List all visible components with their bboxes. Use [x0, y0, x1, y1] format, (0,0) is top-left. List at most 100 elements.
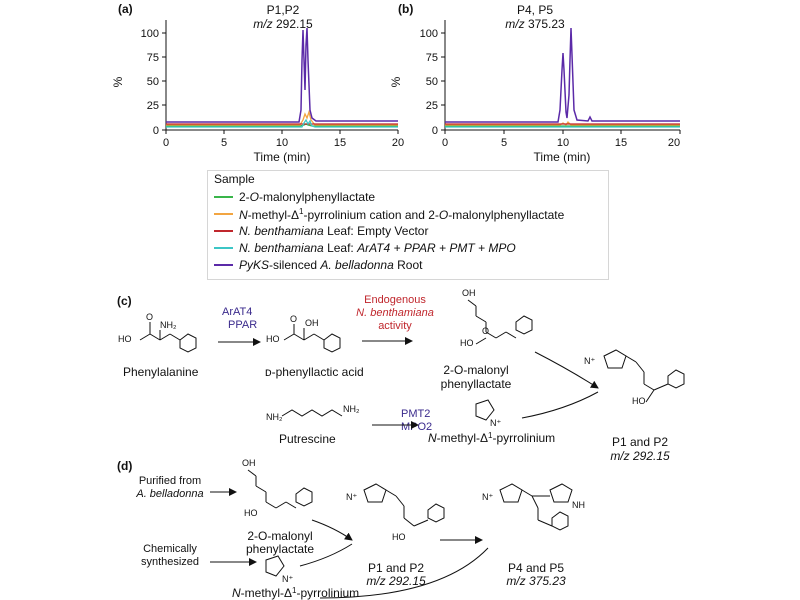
pyrrolinium-structure [475, 399, 495, 421]
pyrrolinium-label: N-methyl-Δ1-pyrrolinium [428, 431, 555, 446]
product-label: P1 and P2 [368, 561, 424, 575]
malonyl-label: phenyllactate [441, 377, 512, 391]
trace-orange [445, 120, 680, 126]
panel-a: (a) P1,P2 m/z 292.15 % 0 25 50 75 100 0 … [111, 2, 404, 164]
malonyl-structure [467, 299, 533, 345]
x-tick-label: 5 [501, 137, 507, 149]
atom-label: N⁺ [346, 492, 357, 502]
malonyl-label: 2-O-malonyl [247, 529, 312, 543]
atom-label: OH [242, 458, 256, 468]
atom-label: HO [244, 508, 258, 518]
x-tick-label: 10 [276, 137, 288, 149]
y-tick-label: 25 [426, 100, 438, 112]
source-label: A. belladonna [135, 488, 203, 500]
y-tick-label: 0 [153, 125, 159, 137]
panel-c: (c) HO O NH₂ Phenylalanine ArAT4 PPAR HO… [117, 288, 685, 463]
pyrrolinium-structure-d [265, 555, 285, 577]
malonyl-label: 2-O-malonyl [443, 363, 508, 377]
malonyl-structure-d [247, 469, 313, 509]
atom-label: HO [392, 532, 406, 542]
trace-purple [166, 27, 398, 123]
atom-label: N⁺ [490, 418, 501, 428]
legend-label: N. benthamiana Leaf: ArAT4 + PPAR + PMT … [239, 241, 516, 255]
legend-swatch [214, 213, 233, 215]
legend-item: PyKS-silenced A. belladonna Root [214, 257, 422, 273]
atom-label: HO [460, 338, 474, 348]
legend-label: 2-O-malonylphenyllactate [239, 190, 376, 204]
panel-a-yticks: 0 25 50 75 100 [141, 28, 166, 137]
reaction-arrow [299, 543, 353, 567]
reaction-arrow [311, 519, 353, 541]
source-label: Chemically [143, 543, 197, 555]
reaction-arrow [534, 351, 599, 389]
panel-a-xticks: 0 5 10 15 20 [163, 130, 404, 149]
legend-swatch [214, 247, 233, 249]
atom-label: O [482, 326, 489, 336]
p4-p5-structure [499, 483, 573, 531]
malonyl-label: phenylactate [246, 542, 314, 556]
y-tick-label: 0 [432, 125, 438, 137]
trace-orange [166, 109, 398, 126]
phenylalanine-label: Phenylalanine [123, 365, 199, 379]
atom-label: HO [632, 396, 646, 406]
y-tick-label: 100 [141, 28, 159, 40]
panel-d-letter: (d) [117, 459, 132, 473]
legend-item: N. benthamiana Leaf: ArAT4 + PPAR + PMT … [214, 240, 516, 256]
atom-label: OH [305, 318, 319, 328]
legend-label: N-methyl-Δ1-pyrrolinium cation and 2-O-m… [239, 206, 565, 222]
atom-label: HO [266, 334, 280, 344]
endogenous-label: activity [378, 320, 412, 332]
panel-b-letter: (b) [398, 2, 413, 16]
phenyllactic-structure [283, 324, 341, 353]
atom-label: O [290, 314, 297, 324]
atom-label: HO [118, 334, 132, 344]
legend-swatch [214, 230, 233, 232]
legend-swatch [214, 196, 233, 198]
reaction-arrow [319, 547, 489, 599]
y-tick-label: 25 [147, 100, 159, 112]
pyrrolinium-label: N-methyl-Δ1-pyrrolinium [232, 586, 359, 600]
y-tick-label: 50 [426, 76, 438, 88]
panel-b-ylabel: % [389, 76, 403, 87]
phenylalanine-structure [139, 322, 197, 353]
p1-p2-structure [603, 349, 685, 403]
legend-item: N. benthamiana Leaf: Empty Vector [214, 223, 428, 239]
legend-item: N-methyl-Δ1-pyrrolinium cation and 2-O-m… [214, 206, 564, 222]
y-tick-label: 75 [147, 52, 159, 64]
panel-b-yticks: 0 25 50 75 100 [420, 28, 445, 137]
panel-a-xlabel: Time (min) [254, 150, 311, 164]
atom-label: O [146, 312, 153, 322]
trace-cyan [166, 118, 398, 128]
enzyme-label: ArAT4 [222, 306, 252, 318]
x-tick-label: 0 [442, 137, 448, 149]
product-label: P1 and P2 [612, 435, 668, 449]
atom-label: NH₂ [160, 320, 177, 330]
putrescine-structure [281, 409, 343, 417]
enzyme-label: PPAR [228, 319, 257, 331]
panel-b-title: P4, P5 [517, 3, 553, 17]
panel-d: (d) Purified from A. belladonna OH HO 2-… [117, 458, 585, 600]
source-label: synthesized [141, 556, 199, 568]
legend-title: Sample [214, 172, 255, 186]
x-tick-label: 20 [668, 137, 680, 149]
product-label: P4 and P5 [508, 561, 564, 575]
panel-b: (b) P4, P5 m/z 375.23 % 0 25 50 75 100 0… [389, 2, 681, 164]
atom-label: N⁺ [282, 574, 293, 584]
panel-b-xlabel: Time (min) [534, 150, 591, 164]
y-tick-label: 100 [420, 28, 438, 40]
enzyme-label: PMT2 [401, 408, 430, 420]
legend-item: 2-O-malonylphenyllactate [214, 189, 375, 205]
product-mz: m/z 375.23 [506, 574, 566, 588]
product-mz: m/z 292.15 [610, 449, 670, 463]
atom-label: NH₂ [266, 412, 283, 422]
atom-label: NH₂ [343, 404, 360, 414]
phenyllactic-label: ᴅ-phenyllactic acid [265, 365, 364, 379]
product-mz: m/z 292.15 [366, 574, 426, 588]
x-tick-label: 20 [392, 137, 404, 149]
x-tick-label: 15 [334, 137, 346, 149]
panel-b-xticks: 0 5 10 15 20 [442, 130, 681, 149]
panel-b-mz: m/z 375.23 [505, 17, 565, 31]
reaction-arrow [521, 391, 599, 419]
y-tick-label: 50 [147, 76, 159, 88]
